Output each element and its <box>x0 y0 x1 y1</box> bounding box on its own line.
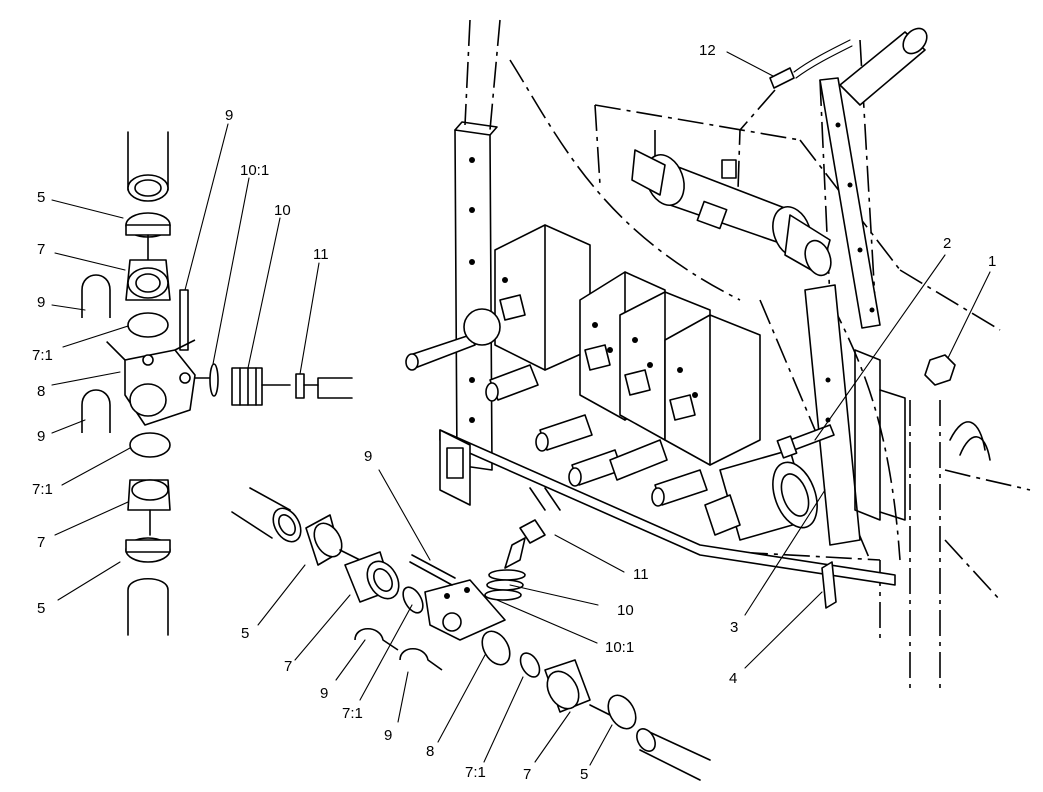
callout-label: 9 <box>225 107 233 124</box>
callout-label: 9 <box>320 685 328 702</box>
valve-manifold-assembly <box>405 19 1031 690</box>
callout-label: 7:1 <box>32 481 53 498</box>
callout-label: 7 <box>284 658 292 675</box>
callout-label: 10:1 <box>605 639 634 656</box>
callout-label: 7:1 <box>32 347 53 364</box>
callout-label: 4 <box>729 670 737 687</box>
callout-label: 7 <box>37 241 45 258</box>
callout-label: 8 <box>37 383 45 400</box>
callout-label: 9 <box>37 294 45 311</box>
callout-label: 10 <box>617 602 634 619</box>
callout-label: 5 <box>37 600 45 617</box>
callout-label: 9 <box>37 428 45 445</box>
callout-label: 7:1 <box>465 764 486 781</box>
callout-labels: 12 2 1 3 4 9 10:1 10 11 5 7 9 7:1 8 9 7:… <box>32 42 996 783</box>
callout-label: 11 <box>633 566 649 583</box>
callout-label: 12 <box>699 42 716 59</box>
leader-lines <box>51 51 991 766</box>
callout-label: 2 <box>943 235 951 252</box>
callout-label: 11 <box>313 246 329 263</box>
callout-label: 1 <box>988 253 996 270</box>
callout-label: 7:1 <box>342 705 363 722</box>
callout-label: 5 <box>37 189 45 206</box>
callout-label: 5 <box>241 625 249 642</box>
callout-label: 8 <box>426 743 434 760</box>
left-tee-assembly <box>81 131 353 636</box>
callout-label: 9 <box>364 448 372 465</box>
callout-label: 7 <box>523 766 531 783</box>
lower-tee-assembly <box>231 487 711 781</box>
callout-label: 3 <box>730 619 738 636</box>
callout-label: 9 <box>384 727 392 744</box>
callout-label: 10:1 <box>240 162 269 179</box>
callout-label: 7 <box>37 534 45 551</box>
callout-label: 5 <box>580 766 588 783</box>
callout-label: 10 <box>274 202 291 219</box>
